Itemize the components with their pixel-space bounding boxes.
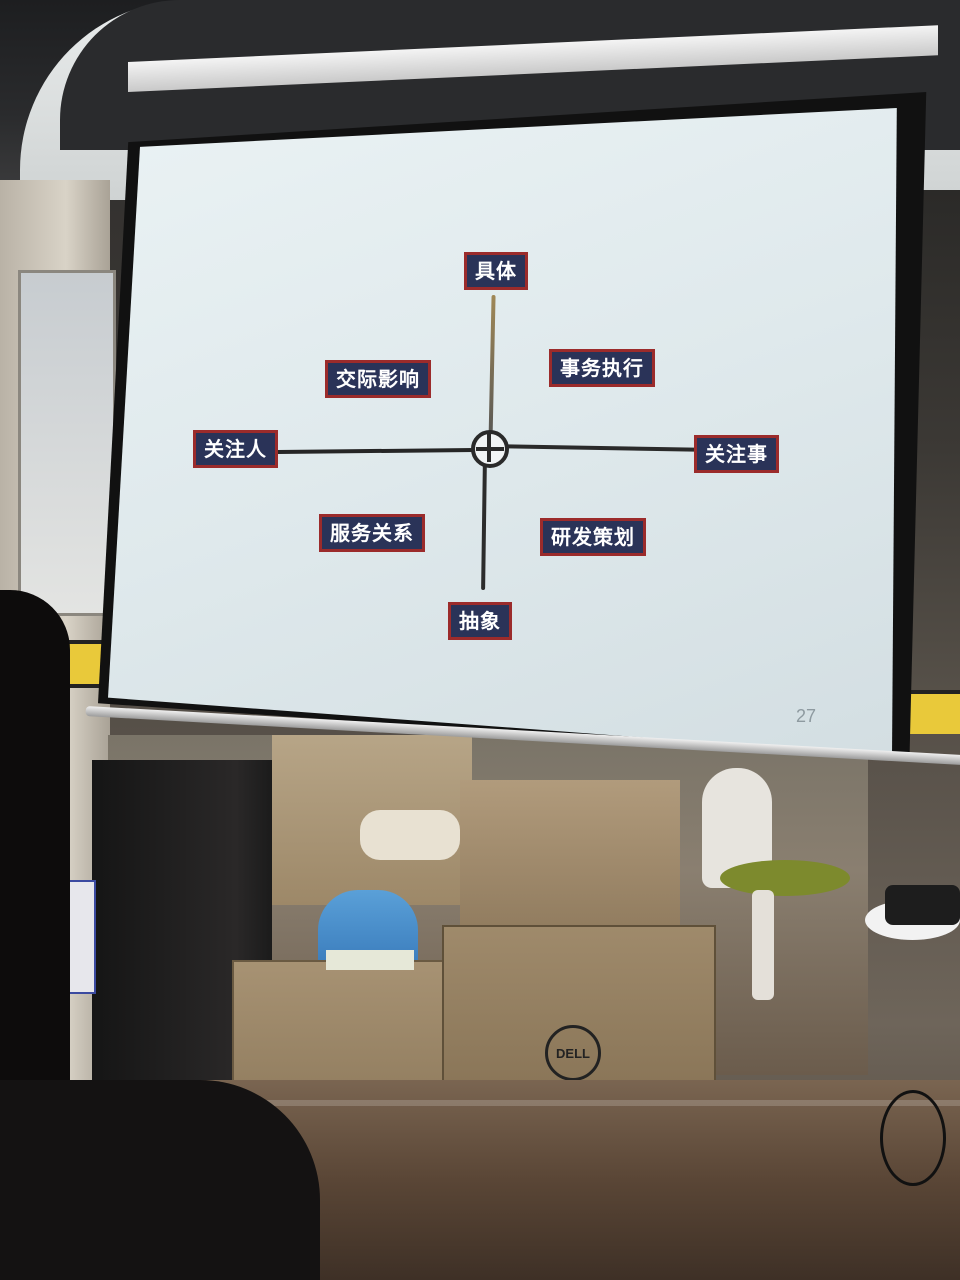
office-chair: [360, 810, 460, 860]
tulip-chair-seat: [720, 860, 850, 896]
dell-logo: DELL: [545, 1025, 601, 1081]
foreground-person-shoulder: [0, 1080, 320, 1280]
glass-reflection: [0, 1100, 960, 1106]
label-right: 关注事: [694, 435, 779, 473]
label-lower-left: 服务关系: [319, 514, 425, 552]
origin-cross-vertical: [487, 434, 491, 462]
label-left: 关注人: [193, 430, 278, 468]
label-upper-left: 交际影响: [325, 360, 431, 398]
label-lower-right: 研发策划: [540, 518, 646, 556]
bucket-label: [326, 950, 414, 970]
label-top: 具体: [464, 252, 528, 290]
right-yellow-band: [905, 690, 960, 734]
tulip-chair-base: [752, 890, 774, 1000]
speaker: [885, 885, 960, 925]
slide-page-number: 27: [796, 706, 817, 726]
label-bottom: 抽象: [448, 602, 512, 640]
cable-loop: [880, 1090, 946, 1186]
label-upper-right: 事务执行: [549, 349, 655, 387]
left-window: [18, 270, 116, 616]
desk: [460, 780, 680, 940]
